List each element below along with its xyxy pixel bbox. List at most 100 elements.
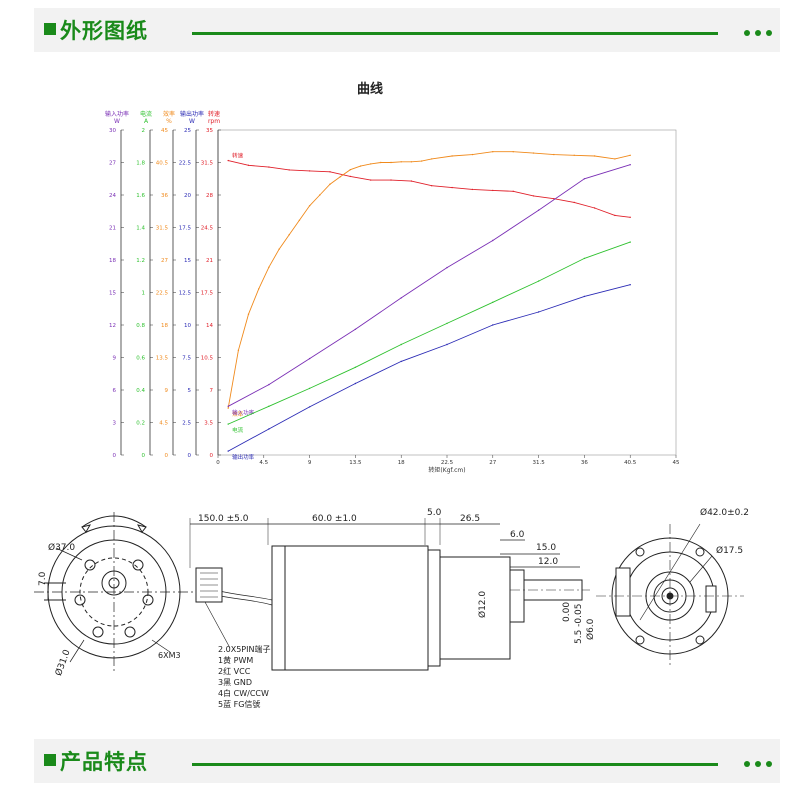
y-tick-label: 25 xyxy=(184,128,191,134)
series-point xyxy=(471,188,474,191)
section-rule xyxy=(192,32,718,35)
series-point xyxy=(247,164,250,166)
screw-hole xyxy=(92,626,104,638)
series-point xyxy=(593,207,596,209)
y-tick-label: 12 xyxy=(109,323,116,329)
shaft-length-label: 15.0 xyxy=(536,543,557,553)
series-point xyxy=(349,169,351,171)
y-tick-label: 3 xyxy=(113,421,117,427)
x-tick-label: 36 xyxy=(581,460,588,466)
x-tick-label: 9 xyxy=(308,460,312,466)
y-tick-label: 40.5 xyxy=(156,161,169,167)
series-point xyxy=(410,161,413,163)
series-point xyxy=(380,161,382,164)
rear-diameter-label: Ø42.0±0.2 xyxy=(700,508,749,518)
screw-hole xyxy=(124,626,136,638)
y-tick-label: 27 xyxy=(109,161,116,167)
series-point xyxy=(308,406,311,408)
series-point xyxy=(629,241,631,243)
y-tick-label: 10.5 xyxy=(201,356,214,362)
series-point xyxy=(532,152,535,154)
series-point xyxy=(629,284,631,286)
y-axis-name: 输出功率 xyxy=(180,110,204,118)
series-point xyxy=(492,324,494,326)
series-label: 电流 xyxy=(232,426,244,434)
series-label: 输入功率 xyxy=(232,408,255,416)
series-point xyxy=(573,201,575,204)
series-point xyxy=(446,322,448,325)
series-point xyxy=(390,179,392,181)
series-point xyxy=(308,170,311,172)
series-label: 输出功率 xyxy=(232,453,255,461)
y-tick-label: 4.5 xyxy=(159,421,168,427)
y-tick-label: 14 xyxy=(206,323,213,329)
series-line-输入功率 xyxy=(227,164,631,407)
series-point xyxy=(512,151,514,153)
y-tick-label: 35 xyxy=(206,128,213,134)
tol-lower-label: 5.5 -0.05 xyxy=(574,603,584,644)
series-point xyxy=(583,178,586,180)
series-point xyxy=(354,382,357,385)
y-tick-label: 31.5 xyxy=(201,161,214,167)
series-point xyxy=(446,266,448,269)
y-tick-label: 28 xyxy=(206,193,213,199)
y-tick-label: 0 xyxy=(165,453,169,459)
series-point xyxy=(512,190,514,192)
y-tick-label: 21 xyxy=(206,258,213,264)
gap-label: 5.0 xyxy=(427,508,442,518)
series-point xyxy=(400,360,402,363)
y-tick-label: 24 xyxy=(109,193,116,199)
shaft-flat-label: 12.0 xyxy=(538,557,559,567)
y-tick-label: 6 xyxy=(113,388,117,394)
y-tick-label: 24.5 xyxy=(201,226,214,232)
series-point xyxy=(278,248,280,250)
series-point xyxy=(258,288,260,290)
series-point xyxy=(227,407,229,409)
y-tick-label: 1.6 xyxy=(136,193,145,199)
series-point xyxy=(629,164,631,166)
y-tick-label: 2.5 xyxy=(182,421,191,427)
y-axis-unit: rpm xyxy=(208,118,220,125)
section-marker xyxy=(44,754,56,766)
series-point xyxy=(237,349,240,351)
y-tick-label: 20 xyxy=(184,193,191,199)
series-point xyxy=(583,295,586,298)
connector-note: 2.0X5PIN端子 xyxy=(218,645,271,654)
series-point xyxy=(339,176,341,178)
gearbox-length-label: 26.5 xyxy=(460,514,481,524)
y-tick-label: 17.5 xyxy=(179,226,192,232)
y-tick-label: 0.6 xyxy=(136,356,145,362)
x-tick-label: 18 xyxy=(398,460,405,466)
series-point xyxy=(431,158,433,160)
series-point xyxy=(629,154,631,156)
y-tick-label: 0.2 xyxy=(136,421,145,427)
y-tick-label: 45 xyxy=(161,128,168,134)
y-tick-label: 1 xyxy=(142,291,146,297)
y-tick-label: 5 xyxy=(188,388,192,394)
y-tick-label: 15 xyxy=(109,291,116,297)
y-axis-unit: % xyxy=(166,118,172,125)
shaft-step-label: 6.0 xyxy=(510,530,525,540)
series-point xyxy=(451,186,453,189)
section-title: 产品特点 xyxy=(60,749,148,774)
series-point xyxy=(446,343,448,346)
series-point xyxy=(532,195,535,197)
series-point xyxy=(268,383,270,386)
drawings-section-header: 外形图纸 xyxy=(34,8,780,52)
y-tick-label: 21 xyxy=(109,226,116,232)
boss-label: Ø12.0 xyxy=(478,590,488,618)
y-tick-label: 0 xyxy=(142,453,146,459)
series-point xyxy=(329,171,331,173)
series-point xyxy=(583,257,586,260)
x-tick-label: 0 xyxy=(216,460,220,466)
series-point xyxy=(573,154,575,156)
series-line-输出功率 xyxy=(227,284,631,452)
x-tick-label: 13.5 xyxy=(349,460,362,466)
lead-length-label: 150.0 ±5.0 xyxy=(198,514,249,524)
y-tick-label: 9 xyxy=(165,388,169,394)
y-tick-label: 36 xyxy=(161,193,168,199)
series-point xyxy=(400,343,402,346)
y-axis-unit: W xyxy=(189,118,195,125)
shaft-dia-label: Ø6.0 xyxy=(586,618,596,640)
